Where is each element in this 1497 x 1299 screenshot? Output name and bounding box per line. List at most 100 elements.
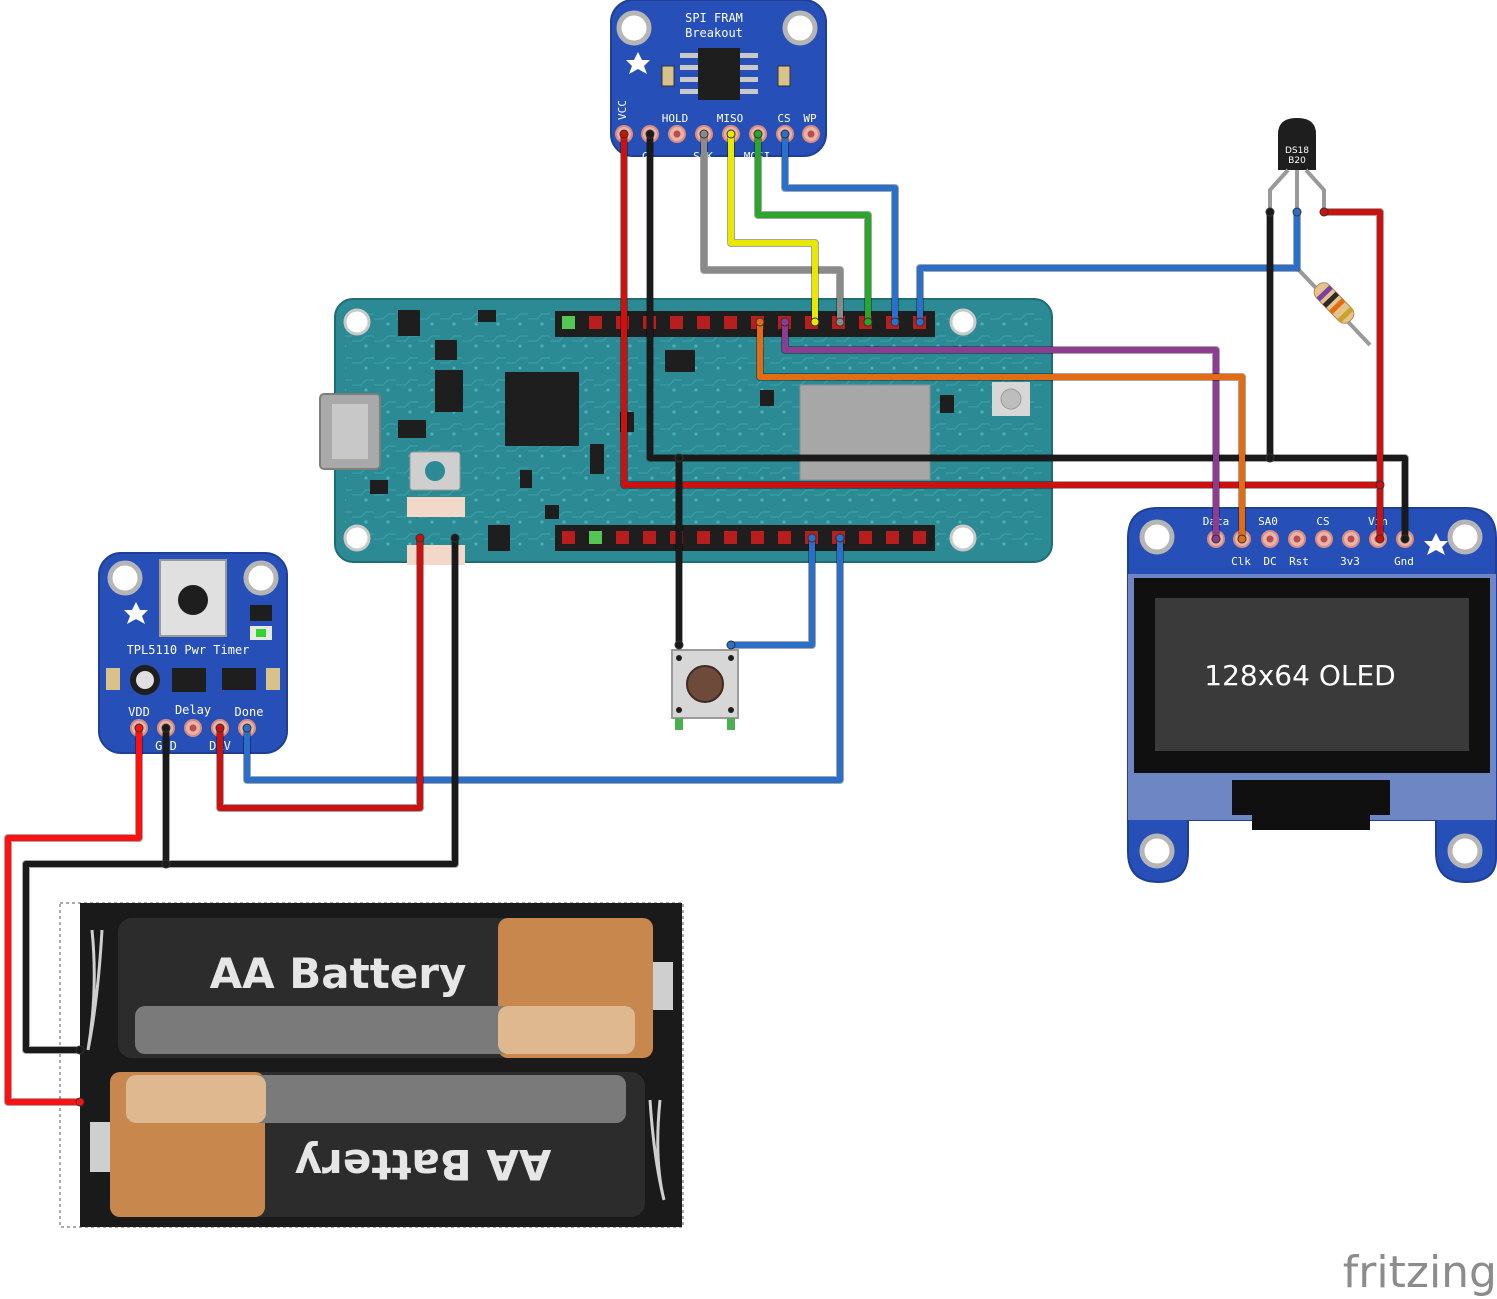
adafruit-flower-icon (1424, 533, 1448, 555)
header-pin[interactable] (562, 531, 575, 544)
header-pin[interactable] (724, 316, 737, 329)
wire-miso[interactable] (728, 131, 818, 325)
wire-miso-end (810, 317, 820, 327)
battery-cell-top: AA Battery (118, 918, 673, 1058)
top-header (555, 311, 935, 337)
wire-sck-end (835, 317, 845, 327)
battery-cell-bottom: AA Battery (90, 1072, 645, 1217)
fram-pin-miso: MISO (717, 112, 744, 125)
header-pin[interactable] (751, 531, 764, 544)
wire-oled-data[interactable] (782, 319, 1219, 542)
wire-battery-pos[interactable] (5, 725, 142, 1105)
wire-battery-neg-end (75, 1045, 85, 1055)
header-pin[interactable] (778, 531, 791, 544)
oled-pin-rst: Rst (1289, 555, 1309, 568)
oled-ribbon (1232, 780, 1390, 830)
wire-timer-gnd-end (161, 723, 171, 733)
pin-pad-hole (1293, 535, 1301, 543)
header-pin[interactable] (859, 531, 872, 544)
oled-pin-cs: CS (1316, 515, 1329, 528)
wire-mosi[interactable] (755, 131, 871, 325)
timer-pin-delay: Delay (175, 703, 211, 717)
sensor-label-2: B20 (1288, 156, 1306, 166)
adafruit-flower-icon (124, 602, 148, 624)
wire-sensor-vcc-end (1319, 207, 1329, 217)
timer-title: TPL5110 Pwr Timer (127, 643, 250, 657)
wire-cs[interactable] (782, 131, 898, 325)
wire-sensor-vcc-end (1375, 480, 1385, 490)
oled-active-area (1155, 598, 1469, 751)
wire-vcc[interactable] (621, 131, 1383, 542)
mcu-chip (505, 372, 579, 446)
tpl5110-timer: TPL5110 Pwr Timer VDD Delay Done GND DRV (98, 552, 288, 754)
battery-label-top: AA Battery (210, 949, 467, 998)
fram-pin-cs: CS (777, 112, 790, 125)
fram-title-1: SPI FRAM (685, 11, 743, 25)
wire-button-signal-end (726, 640, 736, 650)
wire-timer-drv[interactable] (217, 535, 423, 811)
wire-timer-drv-end (415, 533, 425, 543)
spi-fram-breakout: SPI FRAM Breakout VCC HOLD MISO CS WP G … (610, 0, 827, 163)
wire-sensor-vcc[interactable] (1321, 209, 1383, 488)
wires (4, 129, 1410, 1107)
fram-pin-hold: HOLD (662, 112, 689, 125)
header-pin[interactable] (562, 316, 575, 329)
wire-oled-clk[interactable] (757, 319, 1245, 542)
oled-pin-clk: Clk (1231, 555, 1251, 568)
wire-timer-done[interactable] (244, 535, 843, 783)
resistor (1295, 266, 1372, 347)
wire-mosi-end (753, 129, 763, 139)
wire-vcc-end (1375, 534, 1385, 544)
wire-gnd[interactable] (647, 131, 1408, 542)
header-pin[interactable] (913, 531, 926, 544)
pin-pad-hole (807, 130, 815, 138)
wire-cs-end (890, 317, 900, 327)
wire-battery-pos-end (134, 723, 144, 733)
wire-mosi-end (863, 317, 873, 327)
wire-timer-gnd[interactable] (163, 535, 458, 867)
fram-mounting-hole (782, 10, 818, 46)
wire-timer-done-end (835, 533, 845, 543)
wire-button-signal-end (807, 533, 817, 543)
wire-oled-clk-end (1237, 534, 1247, 544)
bottom-header (555, 525, 935, 551)
battery-label-bottom: AA Battery (295, 1140, 552, 1189)
header-pin[interactable] (697, 316, 710, 329)
oled-pin-gnd: Gnd (1394, 555, 1414, 568)
oled-pin-3v3: 3v3 (1340, 555, 1360, 568)
timer-pin-vdd: VDD (128, 705, 150, 719)
push-button[interactable] (671, 649, 739, 730)
wire-battery-neg[interactable] (23, 861, 169, 1053)
header-pin[interactable] (616, 531, 629, 544)
wire-button-gnd-end (674, 453, 684, 463)
header-pin[interactable] (589, 316, 602, 329)
wire-sck[interactable] (701, 131, 843, 325)
wire-cs-end (780, 129, 790, 139)
wire-button-signal[interactable] (728, 535, 815, 648)
wire-sensor-gnd-end (1265, 207, 1275, 217)
fram-mounting-hole (616, 10, 652, 46)
fram-pin-vcc: VCC (616, 100, 629, 120)
wire-gnd-end (1400, 534, 1410, 544)
header-pin[interactable] (724, 531, 737, 544)
button-cap[interactable] (686, 665, 724, 703)
header-pin[interactable] (643, 531, 656, 544)
wire-sensor-vcc-outline (1320, 208, 1384, 489)
fram-chip (698, 48, 740, 100)
header-pin[interactable] (697, 531, 710, 544)
header-pin[interactable] (589, 531, 602, 544)
wire-timer-done-outline (243, 534, 844, 784)
fritzing-watermark: fritzing (1343, 1247, 1497, 1298)
wire-gnd-end (645, 129, 655, 139)
header-pin[interactable] (886, 531, 899, 544)
header-pin[interactable] (670, 316, 683, 329)
wire-sensor-data[interactable] (917, 209, 1300, 325)
wire-button-gnd-end (674, 640, 684, 650)
timer-pin-done: Done (235, 705, 264, 719)
battery-holder: AA Battery AA Battery (59, 902, 684, 1228)
oled-display: 128x64 OLED Data SA0 CS Vin Clk DC Rst 3… (1127, 507, 1497, 884)
oled-pin-sa0: SA0 (1258, 515, 1278, 528)
wire-oled-data-end (1211, 534, 1221, 544)
wire-timer-gnd-end (450, 533, 460, 543)
wire-sck-outline (700, 130, 844, 326)
